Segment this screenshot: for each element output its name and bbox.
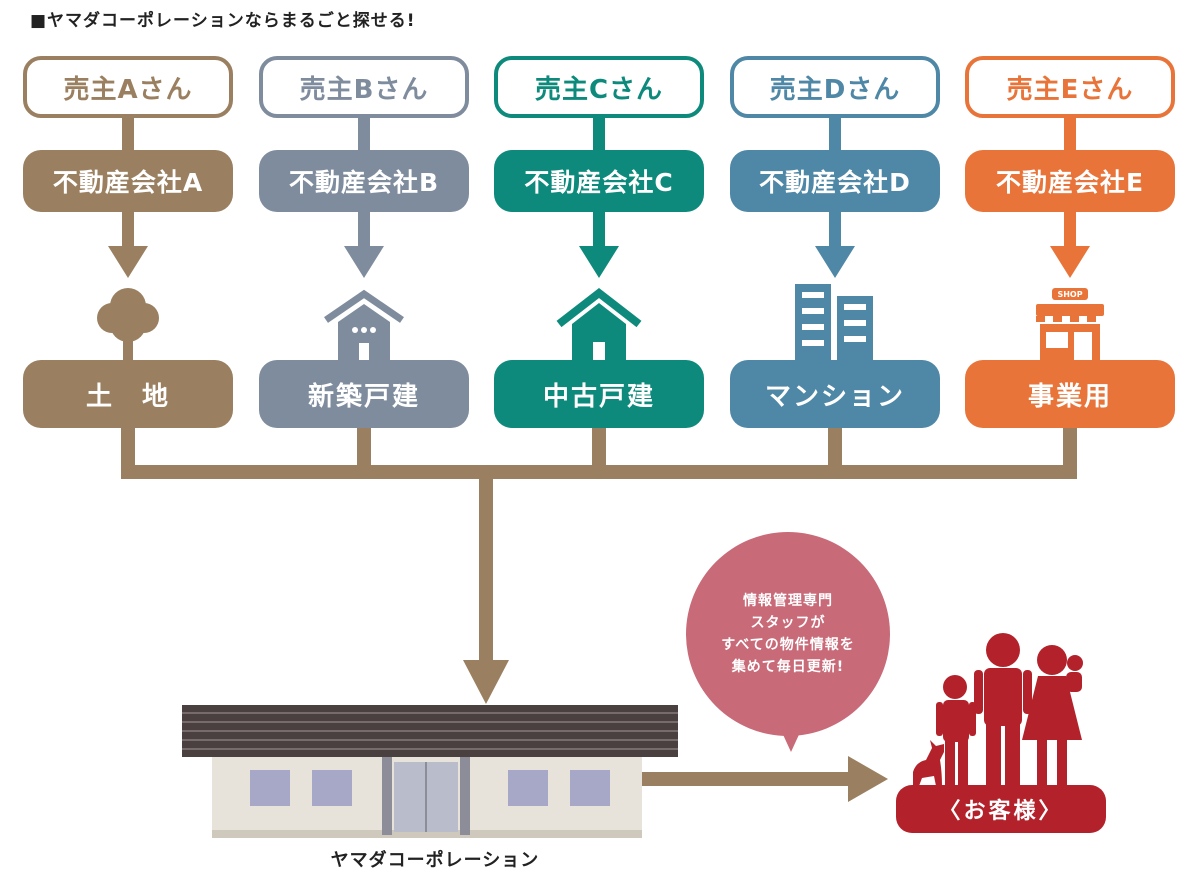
- company-box: 不動産会社C: [494, 150, 704, 212]
- bubble-line: すべての物件情報を: [721, 637, 855, 653]
- arrow-head: [815, 246, 855, 278]
- bubble-line: 集めて毎日更新!: [731, 659, 845, 675]
- family-icon: [913, 633, 1083, 786]
- arrow-shaft: [122, 210, 134, 248]
- property-type-box: 新築戸建: [259, 360, 469, 428]
- company-box: 不動産会社E: [965, 150, 1175, 212]
- seller-connector: [122, 116, 134, 152]
- house-used-icon: [556, 287, 642, 360]
- arrow-head: [1050, 246, 1090, 278]
- property-type-box: マンション: [730, 360, 940, 428]
- page-title: ■ヤマダコーポレーションならまるごと探せる!: [30, 11, 416, 31]
- arrow-shaft: [593, 210, 605, 248]
- connector-lines: [108, 116, 1090, 278]
- arrow-head: [108, 246, 148, 278]
- arrow-shaft: [829, 210, 841, 248]
- seller-connector: [358, 116, 370, 152]
- arrow-head: [344, 246, 384, 278]
- shop-sign-text: SHOP: [1057, 290, 1082, 299]
- seller-box: 売主Aさん: [23, 56, 233, 118]
- office-building-icon: [182, 705, 678, 838]
- building-icon: [795, 284, 873, 360]
- customer-label: 〈お客様〉: [896, 785, 1106, 833]
- company-name-label: ヤマダコーポレーション: [330, 850, 540, 871]
- bubble-tail: [780, 728, 802, 752]
- to-customer-arrow: [642, 756, 888, 802]
- arrow-shaft: [358, 210, 370, 248]
- company-box: 不動産会社A: [23, 150, 233, 212]
- property-type-box: 土 地: [23, 360, 233, 428]
- seller-connector: [593, 116, 605, 152]
- tree-icon: [97, 288, 159, 360]
- bubble-line: 情報管理専門: [743, 593, 833, 609]
- seller-box: 売主Eさん: [965, 56, 1175, 118]
- seller-box: 売主Cさん: [494, 56, 704, 118]
- main-trunk-arrowhead: [463, 660, 509, 704]
- arrow-head: [579, 246, 619, 278]
- bubble-line: スタッフが: [750, 615, 826, 631]
- company-box: 不動産会社D: [730, 150, 940, 212]
- arrow-shaft: [1064, 210, 1076, 248]
- seller-box: 売主Bさん: [259, 56, 469, 118]
- property-type-box: 中古戸建: [494, 360, 704, 428]
- shop-icon: SHOP: [1036, 288, 1104, 360]
- seller-connector: [1064, 116, 1076, 152]
- seller-connector: [829, 116, 841, 152]
- seller-box: 売主Dさん: [730, 56, 940, 118]
- company-box: 不動産会社B: [259, 150, 469, 212]
- collector-lines: [121, 428, 1077, 662]
- house-new-icon: [324, 289, 404, 360]
- property-type-box: 事業用: [965, 360, 1175, 428]
- info-bubble: 情報管理専門 スタッフが すべての物件情報を 集めて毎日更新!: [686, 532, 890, 736]
